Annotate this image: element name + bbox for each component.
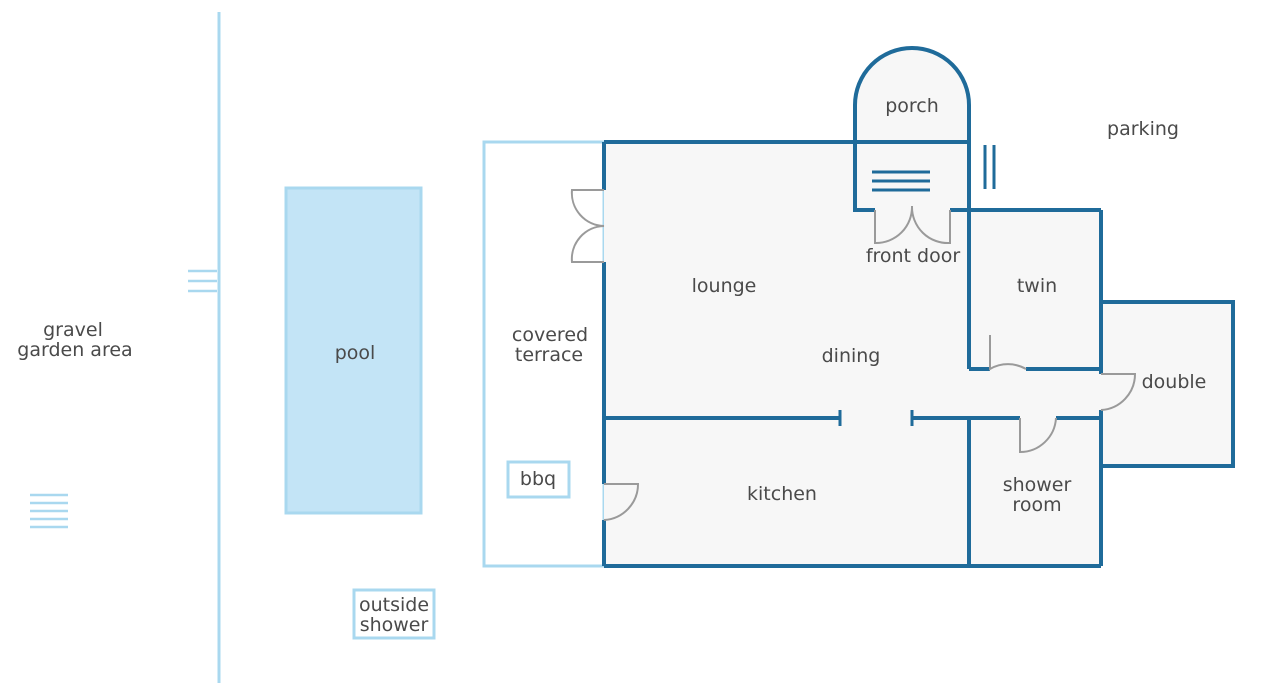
label-gravel-2: garden area — [17, 339, 132, 361]
label-parking: parking — [1107, 118, 1179, 140]
label-double: double — [1142, 371, 1207, 393]
label-porch: porch — [885, 95, 939, 117]
label-covered-1: covered — [512, 324, 588, 346]
shower-room-door — [1019, 417, 1057, 454]
room-fills — [604, 47, 1233, 566]
bbq-box — [506, 460, 571, 499]
boundary-steps-icon — [188, 269, 217, 293]
kitchen-terrace-door — [603, 483, 640, 521]
label-shower-1: shower — [1003, 474, 1072, 496]
label-shower-2: room — [1012, 494, 1061, 516]
label-covered-2: terrace — [515, 344, 583, 366]
porch-steps-icon — [872, 170, 930, 192]
pool — [284, 186, 423, 515]
label-bbq: bbq — [520, 468, 556, 490]
outside-shower-box — [352, 588, 436, 640]
twin-door — [989, 335, 1027, 371]
double-door — [1100, 373, 1137, 411]
label-pool: pool — [335, 342, 376, 364]
parking-gate-icon — [983, 145, 996, 189]
porch-lower-wall — [853, 142, 875, 212]
front-door — [874, 205, 951, 245]
garden-steps-icon — [30, 493, 68, 529]
terrace-double-door — [570, 189, 605, 263]
label-twin: twin — [1017, 275, 1057, 297]
porch-wall — [853, 46, 971, 142]
label-dining: dining — [822, 345, 881, 367]
label-lounge: lounge — [692, 275, 757, 297]
label-outside-1: outside — [359, 594, 429, 616]
house-walls — [602, 140, 1235, 568]
label-gravel-1: gravel — [43, 319, 103, 341]
label-outside-2: shower — [360, 614, 429, 636]
label-kitchen: kitchen — [747, 483, 817, 505]
dining-wall-stubs — [838, 410, 914, 426]
label-front-door: front door — [866, 245, 961, 267]
